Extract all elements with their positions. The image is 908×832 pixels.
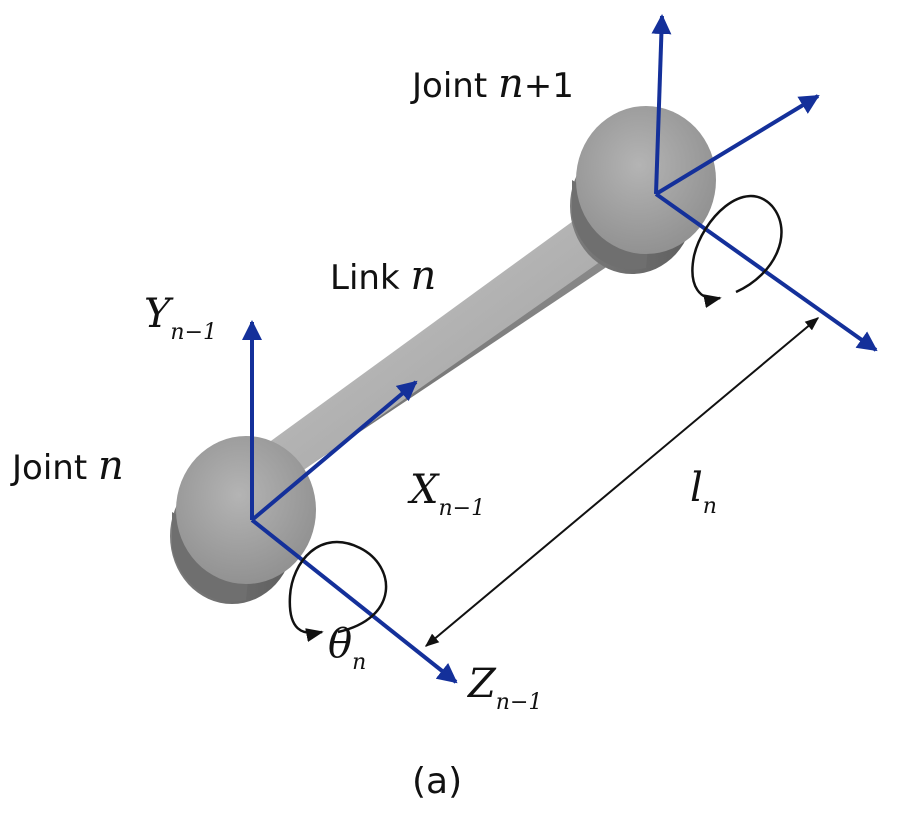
z-axis-arrow xyxy=(250,518,458,684)
frame-n xyxy=(651,14,878,352)
frame-n-minus-1 xyxy=(242,320,458,684)
z-axis-label: Zn−1 xyxy=(468,661,543,715)
joint-n-plus-1-label: Joint n+1 xyxy=(412,61,574,107)
rotation-arrow-n-plus-1 xyxy=(691,194,783,308)
rotation-arrow-n xyxy=(288,541,388,642)
z-axis-arrow-next xyxy=(654,192,878,352)
joint-n-plus-1-disk xyxy=(570,106,716,274)
joint-n-label: Joint n xyxy=(12,443,124,489)
x-axis-label: Xn−1 xyxy=(410,467,486,521)
link-n-label: Link n xyxy=(330,253,437,299)
link-length-label: ln xyxy=(690,465,717,519)
link-length-arrow xyxy=(424,317,820,647)
y-axis-arrow-next xyxy=(651,14,672,195)
x-axis-arrow xyxy=(250,380,418,522)
figure-caption: (a) xyxy=(412,761,463,802)
joint-n-disk xyxy=(170,436,316,604)
y-axis-label: Yn−1 xyxy=(144,291,218,345)
theta-label: θn xyxy=(328,621,367,675)
x-axis-arrow-next xyxy=(654,94,820,196)
